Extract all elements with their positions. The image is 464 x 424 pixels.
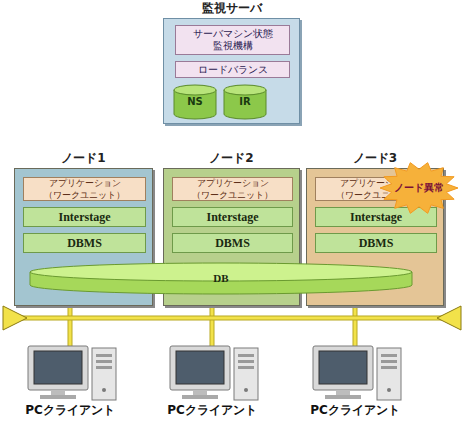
node-label: NS — [187, 96, 203, 108]
node-label: IR — [239, 96, 250, 108]
node-label: Interstage — [207, 211, 259, 223]
pc-client: PCクライアント — [295, 342, 415, 422]
network-wire — [14, 300, 450, 346]
middleware-box: DBMS — [315, 233, 437, 253]
failure-burst: ノード異常 — [380, 162, 458, 214]
node-label: DBMS — [359, 237, 394, 249]
node-label: ノード異常 — [394, 182, 444, 194]
pc-client: PCクライアント — [152, 342, 272, 422]
node-label: Interstage — [59, 211, 111, 223]
middleware-box: DBMS — [172, 233, 293, 253]
node-label: DBMS — [215, 237, 250, 249]
node-label: ロードバランス — [198, 64, 268, 76]
node-label: PCクライアント — [10, 404, 130, 416]
node-label: DBMS — [67, 237, 102, 249]
middleware-box: Interstage — [315, 207, 437, 227]
node-heading: ノード2 — [164, 152, 299, 164]
node-label: DB — [213, 272, 228, 284]
node-heading: ノード1 — [15, 152, 152, 164]
node-heading: ノード3 — [307, 152, 443, 164]
node-label: PCクライアント — [295, 404, 415, 416]
server-box: 監視サーバサーバマシン状態 監視機構ロードバランスNSIR — [163, 18, 300, 124]
node-label: Interstage — [350, 211, 402, 223]
node-heading: 監視サーバ — [164, 2, 299, 14]
pc-client: PCクライアント — [10, 342, 130, 422]
bus-terminator — [3, 306, 27, 330]
node-label: アプリケーション （ワークユニット） — [173, 177, 292, 201]
shared-db-band: DB — [30, 262, 412, 294]
node-label: PCクライアント — [152, 404, 272, 416]
middleware-box: Interstage — [172, 207, 293, 227]
function-box: サーバマシン状態 監視機構 — [175, 25, 290, 55]
middleware-box: Interstage — [23, 207, 146, 227]
node-label: サーバマシン状態 監視機構 — [176, 28, 289, 52]
database-cylinder: IR — [224, 85, 266, 119]
function-box: ロードバランス — [175, 61, 290, 78]
node-label: アプリケーション （ワークユニット） — [24, 177, 145, 201]
bus-terminator — [437, 306, 461, 330]
database-cylinder: NS — [174, 85, 216, 119]
application-box: アプリケーション （ワークユニット） — [23, 177, 146, 201]
application-box: アプリケーション （ワークユニット） — [172, 177, 293, 201]
middleware-box: DBMS — [23, 233, 146, 253]
